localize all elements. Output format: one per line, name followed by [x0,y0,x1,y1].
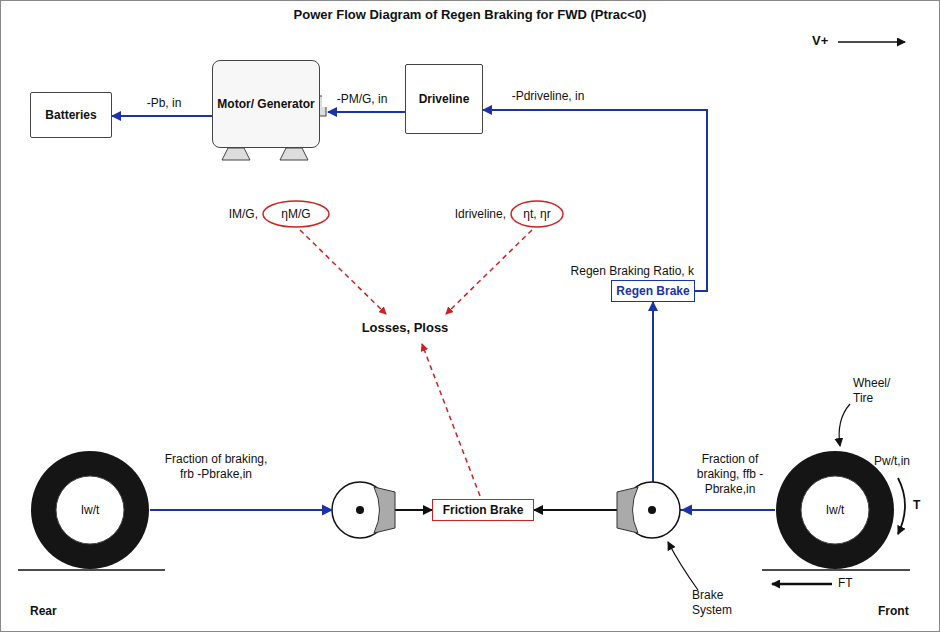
node-heading: Regen Braking Ratio, k [571,264,694,278]
velocity-label: V+ [812,33,828,49]
disc-hub [356,506,364,514]
box-label: Motor/ Generator [217,97,314,112]
rim [56,476,124,544]
efficiency-ellipse: Idriveline,ηt, ηr [510,200,564,228]
power-label: Pw/t,in [874,454,910,469]
ground-line [762,569,910,571]
ellipse-shape [263,201,329,227]
flow-label: -Pdriveline, in [492,89,604,104]
axle-label: Front [878,604,909,619]
connector-line [653,302,775,510]
power-flow-arrow [112,116,212,117]
shape-label: ηt, ηr [523,207,550,222]
box-label: Friction Brake [443,503,524,518]
leader-line [839,404,850,446]
force-label: FT [838,576,853,591]
node-heading: Idriveline, [455,207,510,221]
box-label: Driveline [419,92,470,107]
diagram-title: Power Flow Diagram of Regen Braking for … [0,7,940,22]
flow-label: -PM/G, in [322,92,402,107]
shape-label: Iw/t [81,503,100,518]
friction-brake-box: Friction Brake [432,499,534,521]
flow-label: Fraction of braking, ffb -Pbrake,in [684,452,776,497]
ellipse-shape [511,201,563,227]
brake-pad [374,487,395,533]
shape-label: ηM/G [281,207,310,222]
box-label: Regen Brake [616,284,689,299]
loss-arrow [446,230,532,314]
rear-wheel: Iw/t [30,450,150,570]
motor-foot [222,148,250,160]
tire [776,451,894,569]
power-flow-arrow [328,112,405,113]
efficiency-ellipse: IM/G,ηM/G [262,200,330,228]
part-label: Wheel/ Tire [853,376,901,406]
box-label: Batteries [45,108,96,123]
connector-line [328,111,405,113]
arrowhead [322,505,333,516]
traction-force-arrow [772,583,832,586]
leader-line [668,542,698,590]
power-flow-arrow [653,302,775,510]
losses-label: Losses, Ploss [338,320,472,336]
driveline-box: Driveline [405,64,483,134]
ground-line [18,569,165,571]
loss-arrow [422,344,480,496]
torque-label: T [913,498,920,513]
rim [801,476,869,544]
axle-label: Rear [30,604,57,619]
regen-brake-box: Regen Braking Ratio, kRegen Brake [611,280,695,302]
connector-line [112,115,212,117]
flow-label: Fraction of braking, frb -Pbrake,in [164,452,268,482]
battery-box: Batteries [30,92,112,138]
tire [31,451,149,569]
disc-hub [648,506,656,514]
brake-pad [617,487,638,533]
arrowhead [681,505,692,516]
velocity-arrow [838,41,905,43]
connector-line [483,110,707,291]
power-flow-arrow [483,110,707,291]
loss-arrow [300,230,386,314]
torque-arrow [898,478,905,534]
connector-line [150,509,322,511]
motor-foot [280,148,308,160]
motor-generator-box: Motor/ Generator [212,60,320,148]
node-heading: IM/G, [229,207,262,221]
flow-label: -Pb, in [122,96,206,111]
part-label: Brake System [692,588,752,618]
shape-label: Iw/t [826,503,845,518]
